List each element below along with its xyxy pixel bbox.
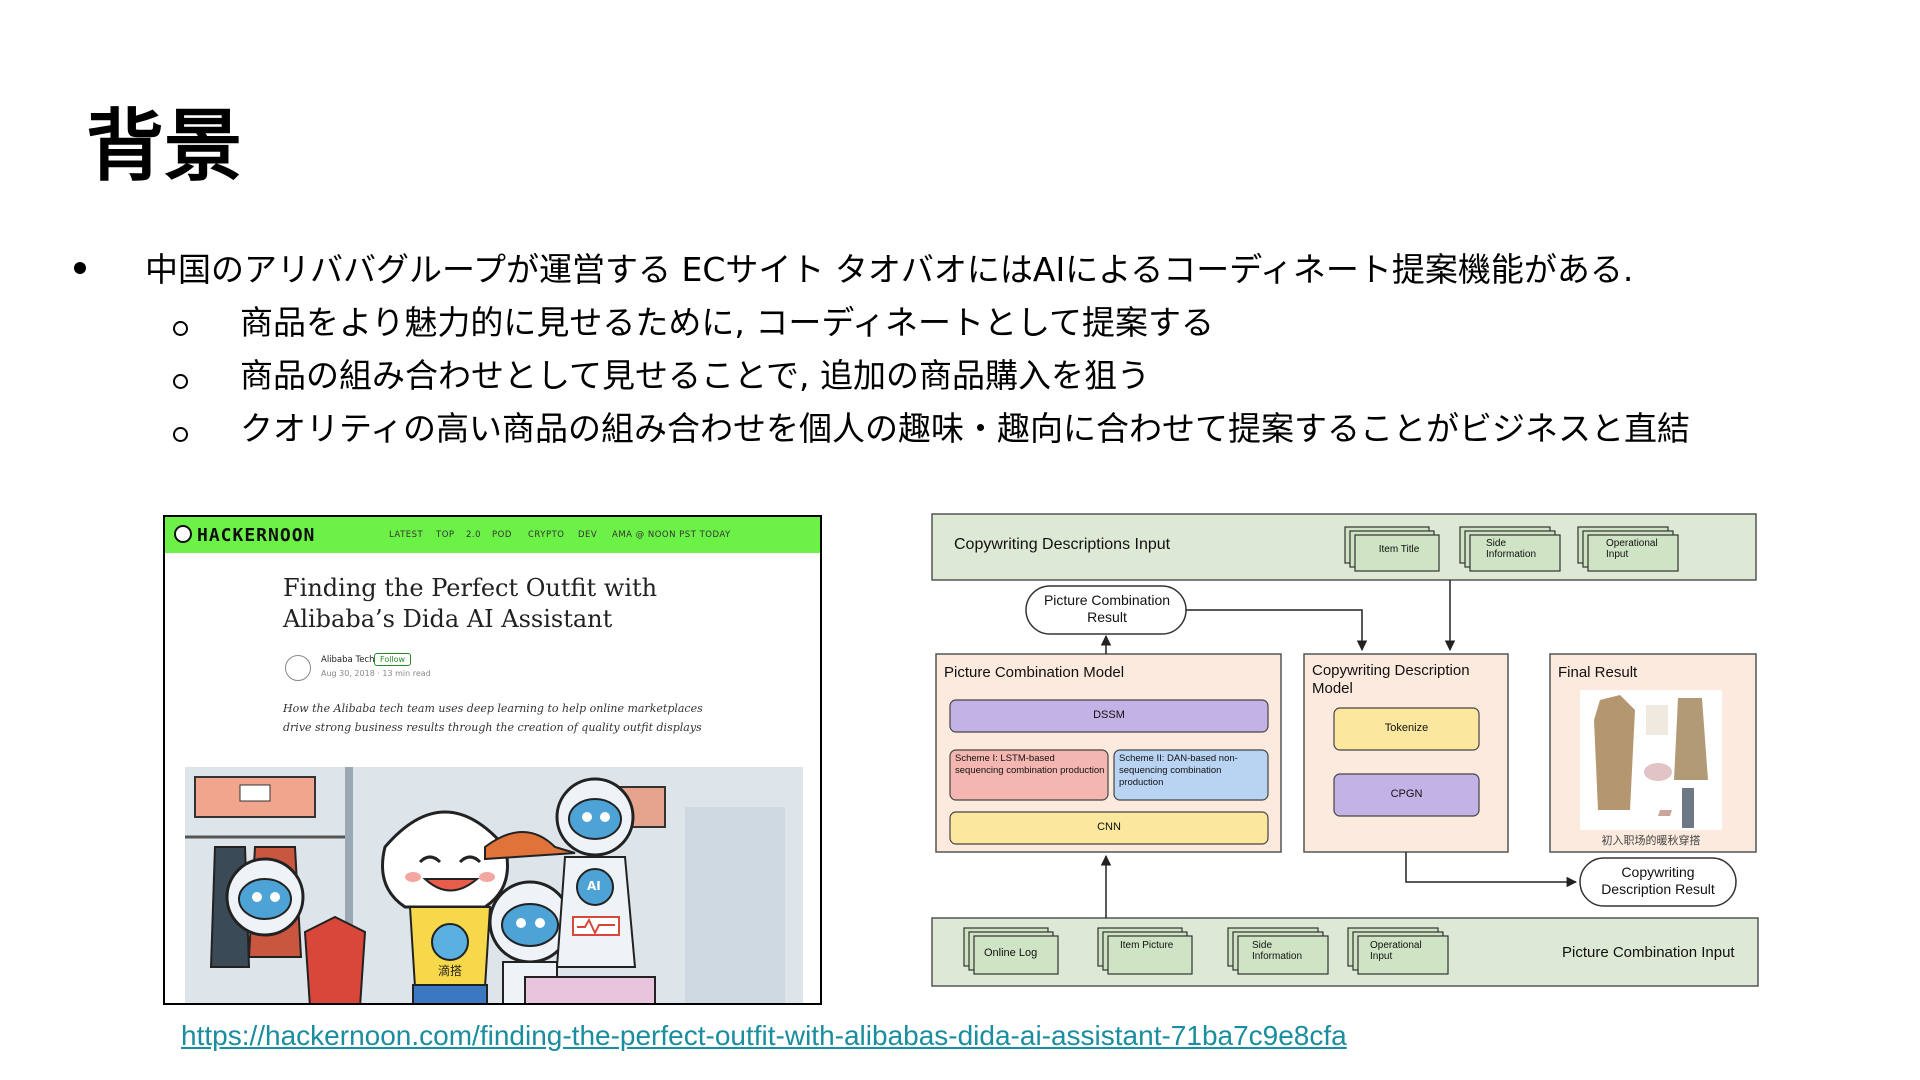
author-name[interactable]: Alibaba Tech — [321, 655, 375, 665]
doc-side-information-bottom: Side Information — [1252, 940, 1303, 962]
doc-side-information: Side Information — [1486, 538, 1537, 560]
robot-label: AI — [587, 879, 601, 893]
doc-operational-input: Operational Input — [1606, 538, 1658, 560]
sub-bullet-3: クオリティの高い商品の組み合わせを個人の趣味・趣向に合わせて提案することがビジネ… — [240, 409, 1691, 448]
copywriting-description-result: Copywriting Description Result — [1601, 864, 1715, 897]
cdm-cpgn: CPGN — [1390, 788, 1423, 800]
hackernoon-logo: HACKERNOON — [197, 525, 316, 546]
pcm-cnn: CNN — [1097, 821, 1121, 833]
bottom-input-label: Picture Combination Input — [1562, 944, 1735, 961]
diagram-shapes — [931, 513, 1759, 987]
article-meta: Aug 30, 2018 · 13 min read — [321, 669, 431, 678]
sub-bullet-ring — [173, 427, 188, 442]
avatar — [285, 655, 311, 681]
bullet-dot — [74, 262, 86, 274]
article-summary: How the Alibaba tech team uses deep lear… — [283, 702, 703, 734]
nav-2-0[interactable]: 2.0 — [466, 530, 482, 540]
nav-latest[interactable]: LATEST — [389, 530, 424, 540]
doc-operational-input-bottom: Operational Input — [1370, 940, 1422, 962]
nav-pod[interactable]: POD — [492, 530, 512, 540]
pcm-scheme-1: Scheme I: LSTM-based sequencing combinat… — [955, 753, 1105, 776]
article-title: Finding the Perfect Outfit with Alibaba’… — [283, 574, 658, 633]
doc-online-log: Online Log — [984, 947, 1038, 959]
source-link[interactable]: https://hackernoon.com/finding-the-perfe… — [181, 1020, 1347, 1051]
doc-item-title: Item Title — [1378, 544, 1420, 555]
sub-bullet-ring — [173, 321, 188, 336]
pcm-dssm: DSSM — [1093, 709, 1125, 721]
slide-title: 背景 — [86, 102, 243, 192]
doc-item-picture: Item Picture — [1120, 940, 1174, 951]
follow-button[interactable]: Follow — [374, 653, 412, 666]
bullet-main: 中国のアリババグループが運営する ECサイト タオバオにはAIによるコーディネー… — [145, 250, 1634, 289]
article-illustration: 滴搭 AI — [185, 767, 803, 1003]
sub-bullet-2: 商品の組み合わせとして見せることで, 追加の商品購入を狙う — [240, 356, 1150, 395]
sub-bullet-1: 商品をより魅力的に見せるために, コーディネートとして提案する — [240, 303, 1215, 342]
final-result-title: Final Result — [1558, 664, 1638, 681]
cdm-tokenize: Tokenize — [1384, 722, 1429, 734]
nav-dev[interactable]: DEV — [578, 530, 598, 540]
sub-bullet-ring — [173, 374, 188, 389]
mascot-label: 滴搭 — [438, 964, 463, 978]
pcm-title: Picture Combination Model — [944, 664, 1125, 681]
final-result-caption: 初入职场的暖秋穿搭 — [1601, 835, 1701, 847]
picture-combination-result: Picture Combination Result — [1043, 592, 1171, 625]
pcm-scheme-2: Scheme II: DAN-based non-sequencing comb… — [1119, 753, 1238, 788]
nav-ama[interactable]: AMA @ NOON PST TODAY — [612, 530, 731, 540]
hackernoon-header: HACKERNOON LATEST TOP 2.0 POD CRYPTO DEV… — [165, 517, 820, 553]
nav-top[interactable]: TOP — [436, 530, 455, 540]
architecture-diagram: Copywriting Descriptions Input Item Titl… — [930, 510, 1770, 990]
nav-crypto[interactable]: CRYPTO — [528, 530, 565, 540]
cdm-title: Copywriting Description Model — [1312, 662, 1470, 697]
hackernoon-logo-icon — [174, 525, 192, 543]
top-input-label: Copywriting Descriptions Input — [954, 536, 1171, 553]
article-screenshot: HACKERNOON LATEST TOP 2.0 POD CRYPTO DEV… — [163, 515, 822, 1005]
